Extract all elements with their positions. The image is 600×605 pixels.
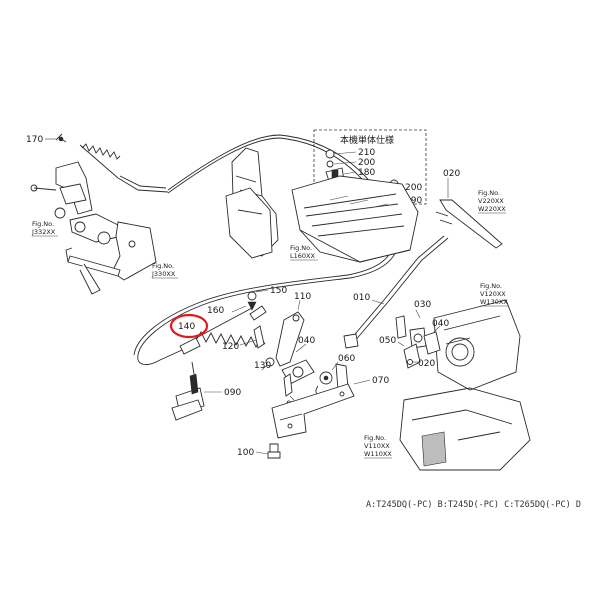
part-label-010: 010 <box>353 293 370 303</box>
arm-110: 110 040 <box>275 292 315 385</box>
part-label-020a: 020 <box>443 169 460 179</box>
part-label-100: 100 <box>237 448 254 458</box>
clip-150-160: 150 160 <box>207 286 287 316</box>
part-label-200b: 200 <box>405 183 422 193</box>
rod-020-top: 020 <box>435 169 503 249</box>
transmission-housing <box>399 299 531 471</box>
fig-ref-v110-code: V110XX <box>364 442 390 450</box>
part-label-210: 210 <box>358 148 375 158</box>
fig-ref-j332-fig: Fig.No. <box>32 220 54 228</box>
fig-ref-v110-fig: Fig.No. <box>364 434 386 442</box>
part-label-170: 170 <box>26 135 43 145</box>
fig-ref-l160: Fig.No. L160XX <box>290 244 318 261</box>
fig-ref-v110: Fig.No. V110XX W110XX <box>364 434 392 459</box>
part-label-070: 070 <box>372 376 389 386</box>
part-label-040a: 040 <box>298 336 315 346</box>
fig-ref-j330-fig: Fig.No. <box>152 262 174 270</box>
bolt-100: 100 <box>237 443 281 459</box>
fig-ref-l160-code: L160XX <box>290 252 315 260</box>
step-plate <box>291 175 419 263</box>
part-label-120: 120 <box>222 342 239 352</box>
part-label-050: 050 <box>379 336 396 346</box>
fig-ref-v120-fig: Fig.No. <box>480 282 502 290</box>
return-spring-170 <box>81 143 121 160</box>
part-label-160: 160 <box>207 306 224 316</box>
rod-010: 010 <box>343 235 449 349</box>
part-label-030: 030 <box>414 300 431 310</box>
part-label-130: 130 <box>254 361 271 371</box>
tension-spring-140 <box>159 305 267 361</box>
fig-ref-v220-code: V220XX <box>478 197 504 205</box>
fig-ref-j330: Fig.No. J330XX <box>151 262 178 279</box>
part-label-110: 110 <box>294 292 311 302</box>
fig-ref-v120: Fig.No. V120XX W130XX <box>480 282 508 307</box>
fig-ref-j332: Fig.No. J332XX <box>31 220 58 237</box>
part-label-200a: 200 <box>358 158 375 168</box>
part-label-020b: 020 <box>418 359 435 369</box>
model-applicability-footer: A:T245DQ(-PC) B:T245D(-PC) C:T265DQ(-PC)… <box>366 500 581 510</box>
part-label-150: 150 <box>270 286 287 296</box>
fig-ref-v220: Fig.No. V220XX W220XX <box>478 189 506 214</box>
part-label-040b: 040 <box>432 319 449 329</box>
part-label-140: 140 <box>178 322 195 332</box>
fig-ref-v220-code2: W220XX <box>478 205 506 213</box>
fig-ref-v110-code2: W110XX <box>364 450 392 458</box>
fender-bracket <box>225 147 279 259</box>
fig-ref-l160-fig: Fig.No. <box>290 244 312 252</box>
fig-ref-v220-fig: Fig.No. <box>478 189 500 197</box>
fig-ref-v120-code2: W130XX <box>480 298 508 306</box>
left-lever-assembly: 170 <box>26 133 169 295</box>
part-label-060: 060 <box>338 354 355 364</box>
linkage-030-040-050-020: 030 040 050 020 <box>379 300 449 369</box>
bracket-070: 070 <box>271 376 389 439</box>
bracket-090: 090 <box>171 361 241 421</box>
part-label-180: 180 <box>358 168 375 178</box>
pin-120-130: 120 130 <box>222 325 275 371</box>
part-label-190: 190 <box>405 196 422 206</box>
highlight-ring-140 <box>169 313 209 339</box>
part-label-090: 090 <box>224 388 241 398</box>
option-box-title: 本機単体仕様 <box>340 134 394 146</box>
fig-ref-j330-code: J330XX <box>151 270 176 278</box>
fig-ref-j332-code: J332XX <box>31 228 56 236</box>
fig-ref-v120-code: V120XX <box>480 290 506 298</box>
